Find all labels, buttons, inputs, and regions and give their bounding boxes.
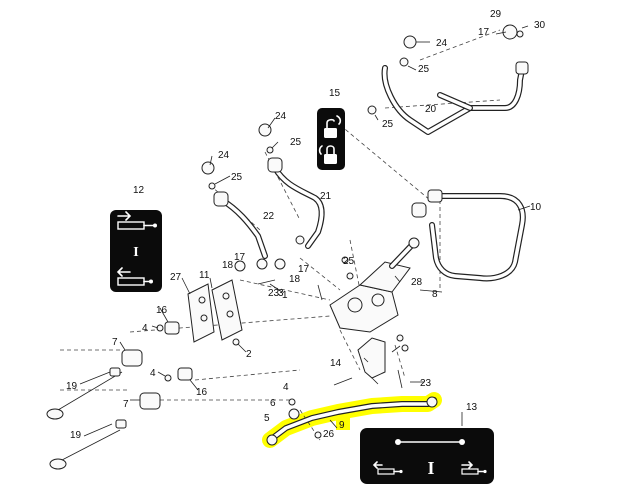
- leader-lines: [79, 25, 531, 437]
- callout-16: 16: [196, 387, 208, 398]
- callout-22: 22: [263, 211, 275, 222]
- callout-25: 25: [343, 256, 355, 267]
- callout-5: 5: [264, 413, 270, 424]
- callout-7: 7: [123, 399, 129, 410]
- callout-17: 17: [298, 264, 310, 275]
- callout-25: 25: [382, 119, 394, 130]
- callout-24: 24: [436, 38, 448, 49]
- callout-4: 4: [142, 323, 148, 334]
- cylinder-extend-icon: [117, 211, 157, 230]
- cylinder-extend-icon: [461, 461, 487, 475]
- callout-23: 23: [268, 288, 280, 299]
- mounting-plates: [187, 279, 243, 343]
- callout-30: 30: [534, 20, 546, 31]
- callout-24: 24: [275, 111, 287, 122]
- panel-12-symbol: I: [133, 245, 138, 260]
- callout-9: 9: [339, 420, 345, 431]
- pipe-20: [381, 61, 529, 135]
- callout-23: 23: [420, 378, 432, 389]
- small-fittings: [156, 24, 524, 439]
- control-valve-assembly: [329, 237, 420, 333]
- callout-8: 8: [432, 289, 438, 300]
- callout-17: 17: [478, 27, 490, 38]
- callout-17: 17: [234, 252, 246, 263]
- callout-18: 18: [222, 260, 234, 271]
- quick-couplers: [121, 321, 193, 410]
- callout-13: 13: [466, 402, 478, 413]
- callout-14: 14: [330, 358, 342, 369]
- callout-9-highlight: [336, 416, 350, 430]
- pipe-21: [267, 157, 325, 249]
- callout-12: 12: [133, 185, 145, 196]
- lock-closed-icon: [318, 145, 337, 164]
- callout-28: 28: [411, 277, 423, 288]
- pipe-10: [411, 189, 526, 282]
- callout-labels: 1 2 3 4 4 4 5 6 7 7 8 9 10 11 12 13 14 1…: [66, 9, 546, 441]
- callout-26: 26: [323, 429, 335, 440]
- callout-24: 24: [218, 150, 230, 161]
- callout-4: 4: [283, 382, 289, 393]
- panel-13-symbol: I: [427, 458, 434, 478]
- callout-2: 2: [246, 349, 252, 360]
- callout-10: 10: [530, 202, 542, 213]
- callout-19: 19: [70, 430, 82, 441]
- callout-20: 20: [425, 104, 437, 115]
- pipe-22: [213, 191, 268, 259]
- callout-25: 25: [418, 64, 430, 75]
- callout-16: 16: [156, 305, 168, 316]
- callout-19: 19: [66, 381, 78, 392]
- callout-25: 25: [290, 137, 302, 148]
- function-panel-15: [317, 108, 345, 170]
- cylinder-retract-icon: [372, 461, 403, 475]
- function-panel-13: I: [360, 428, 494, 484]
- cylinder-retract-icon: [116, 267, 153, 286]
- release-cables: [46, 367, 127, 470]
- callout-15: 15: [329, 88, 341, 99]
- callout-6: 6: [270, 398, 276, 409]
- callout-3: 3: [278, 288, 284, 299]
- bracket-14: [357, 337, 386, 379]
- lever-gate-icon: [395, 439, 465, 445]
- pipe-9: [266, 396, 438, 446]
- function-panel-12: I: [110, 210, 162, 292]
- callout-25: 25: [231, 172, 243, 183]
- callout-21: 21: [320, 191, 332, 202]
- lock-open-icon: [324, 115, 342, 138]
- callout-29: 29: [490, 9, 502, 20]
- callout-18: 18: [289, 274, 301, 285]
- callout-1: 1: [282, 290, 288, 301]
- callout-27: 27: [170, 272, 182, 283]
- callout-7: 7: [112, 337, 118, 348]
- callout-4: 4: [150, 368, 156, 379]
- callout-11: 11: [199, 270, 210, 281]
